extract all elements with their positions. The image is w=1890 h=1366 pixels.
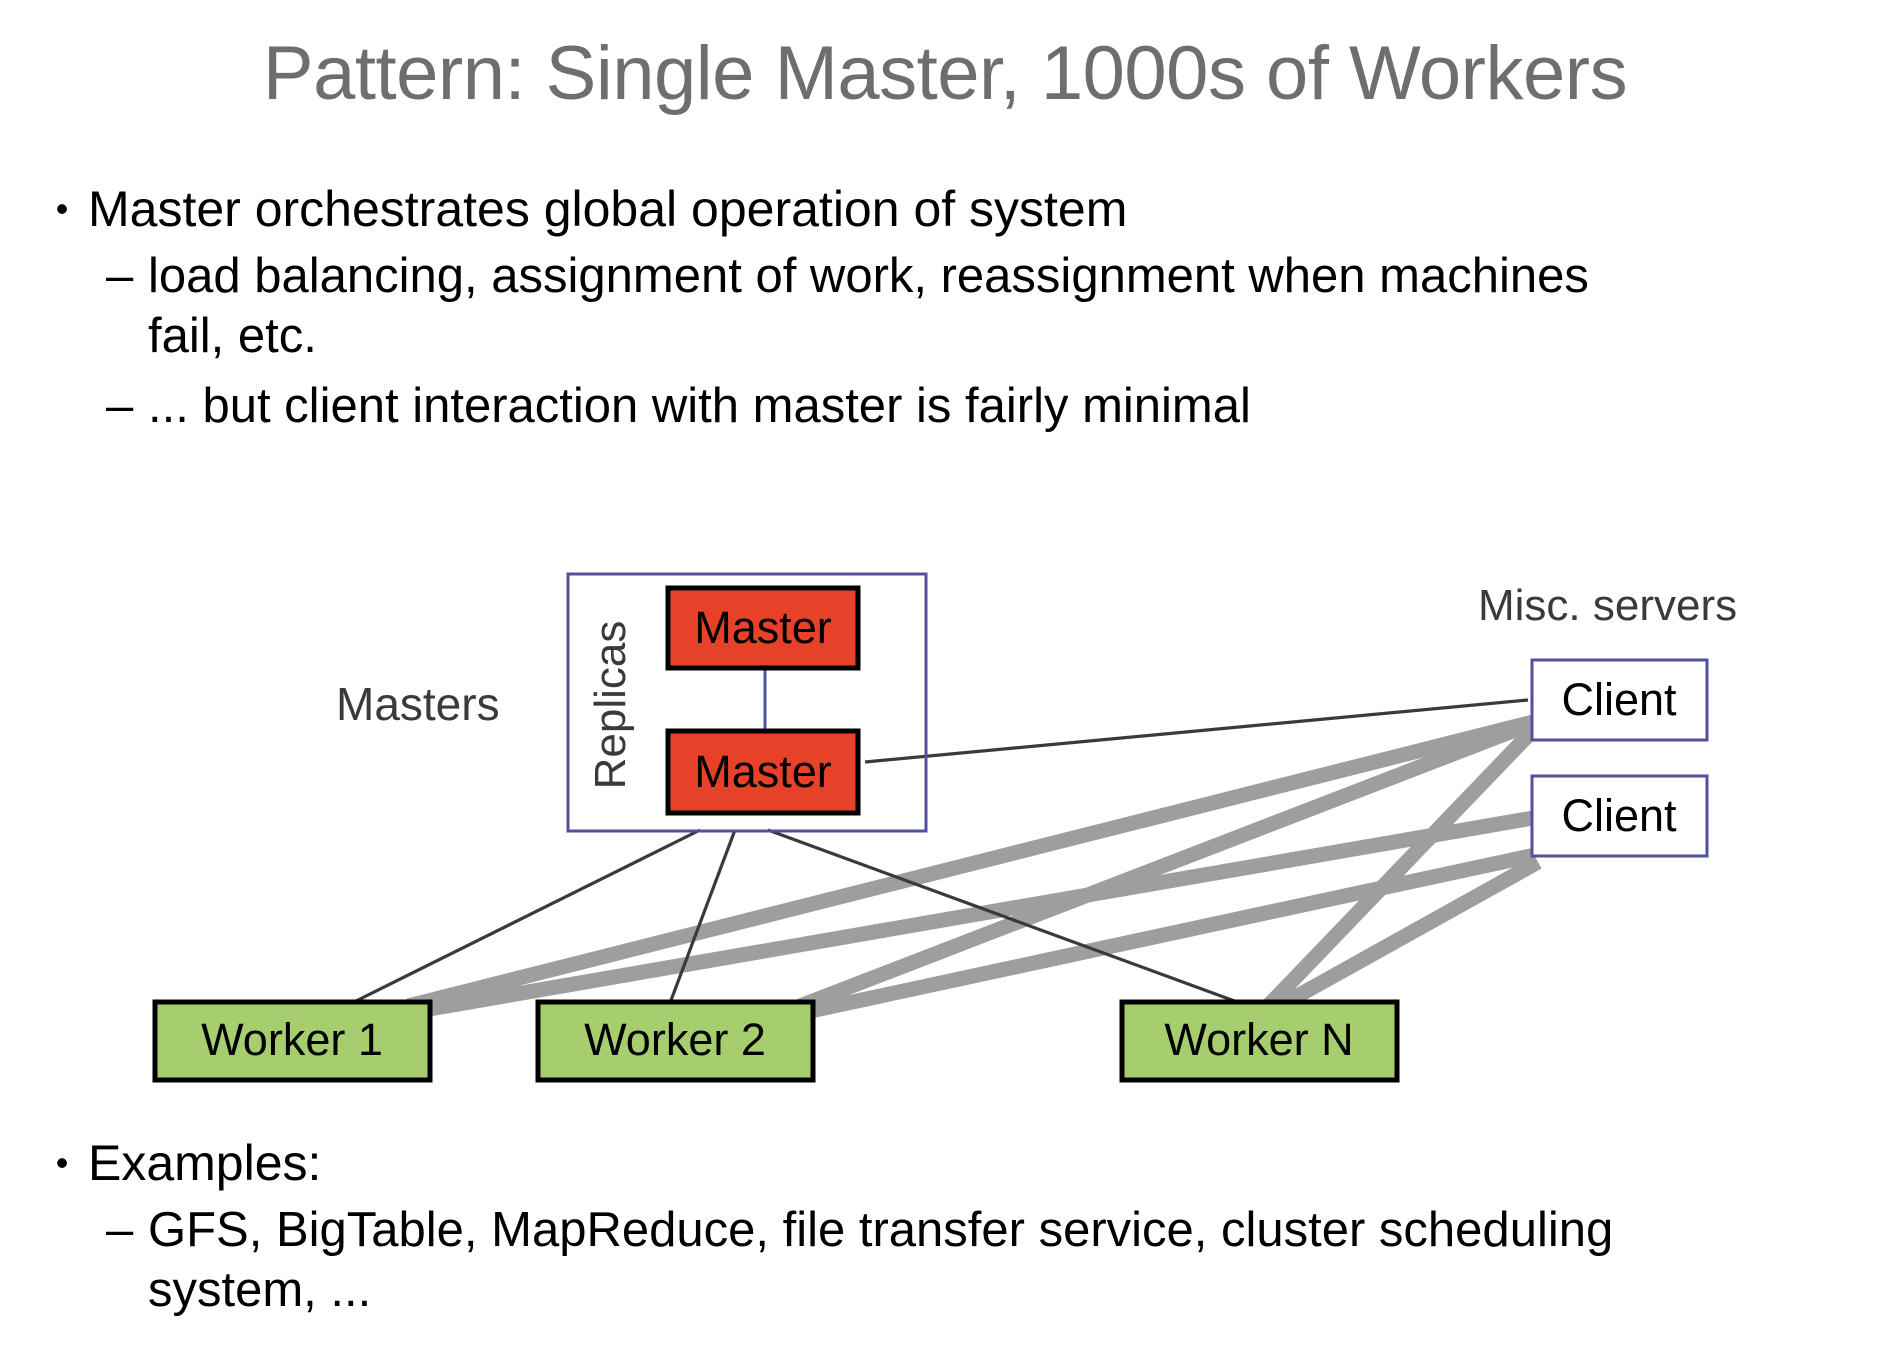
client-worker-links (406, 714, 1545, 1020)
link-client1-workerN (1262, 718, 1545, 1012)
link-master-workerN (767, 828, 1241, 1005)
worker-node[interactable]: Worker N (1119, 999, 1400, 1083)
link-client2-workerN (1272, 855, 1542, 1015)
replicas-axis-label: Replicas (586, 621, 635, 790)
worker-node[interactable]: Worker 1 (152, 999, 433, 1083)
link-master-worker2 (668, 829, 737, 1004)
link-client1-worker1 (406, 714, 1535, 1014)
link-master-worker1 (351, 828, 701, 1005)
master-box-2[interactable] (665, 728, 861, 816)
bullet-marker: – (106, 1203, 134, 1257)
bullet-marker: – (106, 379, 134, 433)
master-node[interactable]: Master (665, 728, 861, 816)
bullet-item: – load balancing, assignment of work, re… (106, 246, 1836, 366)
master-label-1: Master (694, 602, 832, 653)
bullet-text: load balancing, assignment of work, reas… (148, 249, 1589, 363)
master-box-1[interactable] (665, 585, 861, 671)
master-node[interactable]: Master (665, 585, 861, 671)
worker-node[interactable]: Worker 2 (535, 999, 816, 1083)
bullet-list-bottom: • Examples: – GFS, BigTable, MapReduce, … (36, 1132, 1836, 1330)
link-client2-worker2 (804, 847, 1537, 1020)
bullet-text: Master orchestrates global operation of … (88, 181, 1128, 237)
bullet-marker: – (106, 249, 134, 303)
bullet-marker: • (55, 1142, 69, 1183)
bullet-text: GFS, BigTable, MapReduce, file transfer … (148, 1203, 1614, 1317)
worker-label-n: Worker N (1164, 1014, 1353, 1065)
link-client1-worker2 (797, 715, 1539, 1013)
master-label-2: Master (694, 746, 832, 797)
link-client2-worker1 (410, 810, 1535, 1020)
bullet-text: ... but client interaction with master i… (148, 379, 1251, 433)
bullet-text: Examples: (88, 1135, 322, 1191)
bullet-list-top: • Master orchestrates global operation o… (36, 178, 1836, 446)
client-label-1: Client (1561, 674, 1677, 725)
bullet-item: • Master orchestrates global operation o… (36, 178, 1836, 240)
worker-box-1[interactable] (152, 999, 433, 1083)
misc-servers-label: Misc. servers (1478, 581, 1737, 630)
masters-group-label: Masters (336, 678, 500, 730)
worker-label-1: Worker 1 (201, 1014, 383, 1065)
worker-box-2[interactable] (535, 999, 816, 1083)
client-label-2: Client (1561, 790, 1677, 841)
page-title: Pattern: Single Master, 1000s of Workers (262, 31, 1628, 116)
client-box-2[interactable] (1530, 774, 1709, 858)
worker-box-n[interactable] (1119, 999, 1400, 1083)
master-worker-links (351, 698, 1529, 1005)
worker-label-2: Worker 2 (584, 1014, 766, 1065)
bullet-item: • Examples: (36, 1132, 1836, 1194)
bullet-item: – GFS, BigTable, MapReduce, file transfe… (106, 1200, 1836, 1320)
client-node[interactable]: Client (1530, 658, 1709, 742)
architecture-diagram: Master Master Replicas Masters Misc. ser… (0, 0, 1890, 1083)
masters-group-box (566, 572, 928, 833)
link-master-client1 (864, 698, 1529, 764)
bullet-marker: • (55, 188, 69, 229)
client-box-1[interactable] (1530, 658, 1709, 742)
client-node[interactable]: Client (1530, 774, 1709, 858)
bullet-item: – ... but client interaction with master… (106, 376, 1836, 436)
